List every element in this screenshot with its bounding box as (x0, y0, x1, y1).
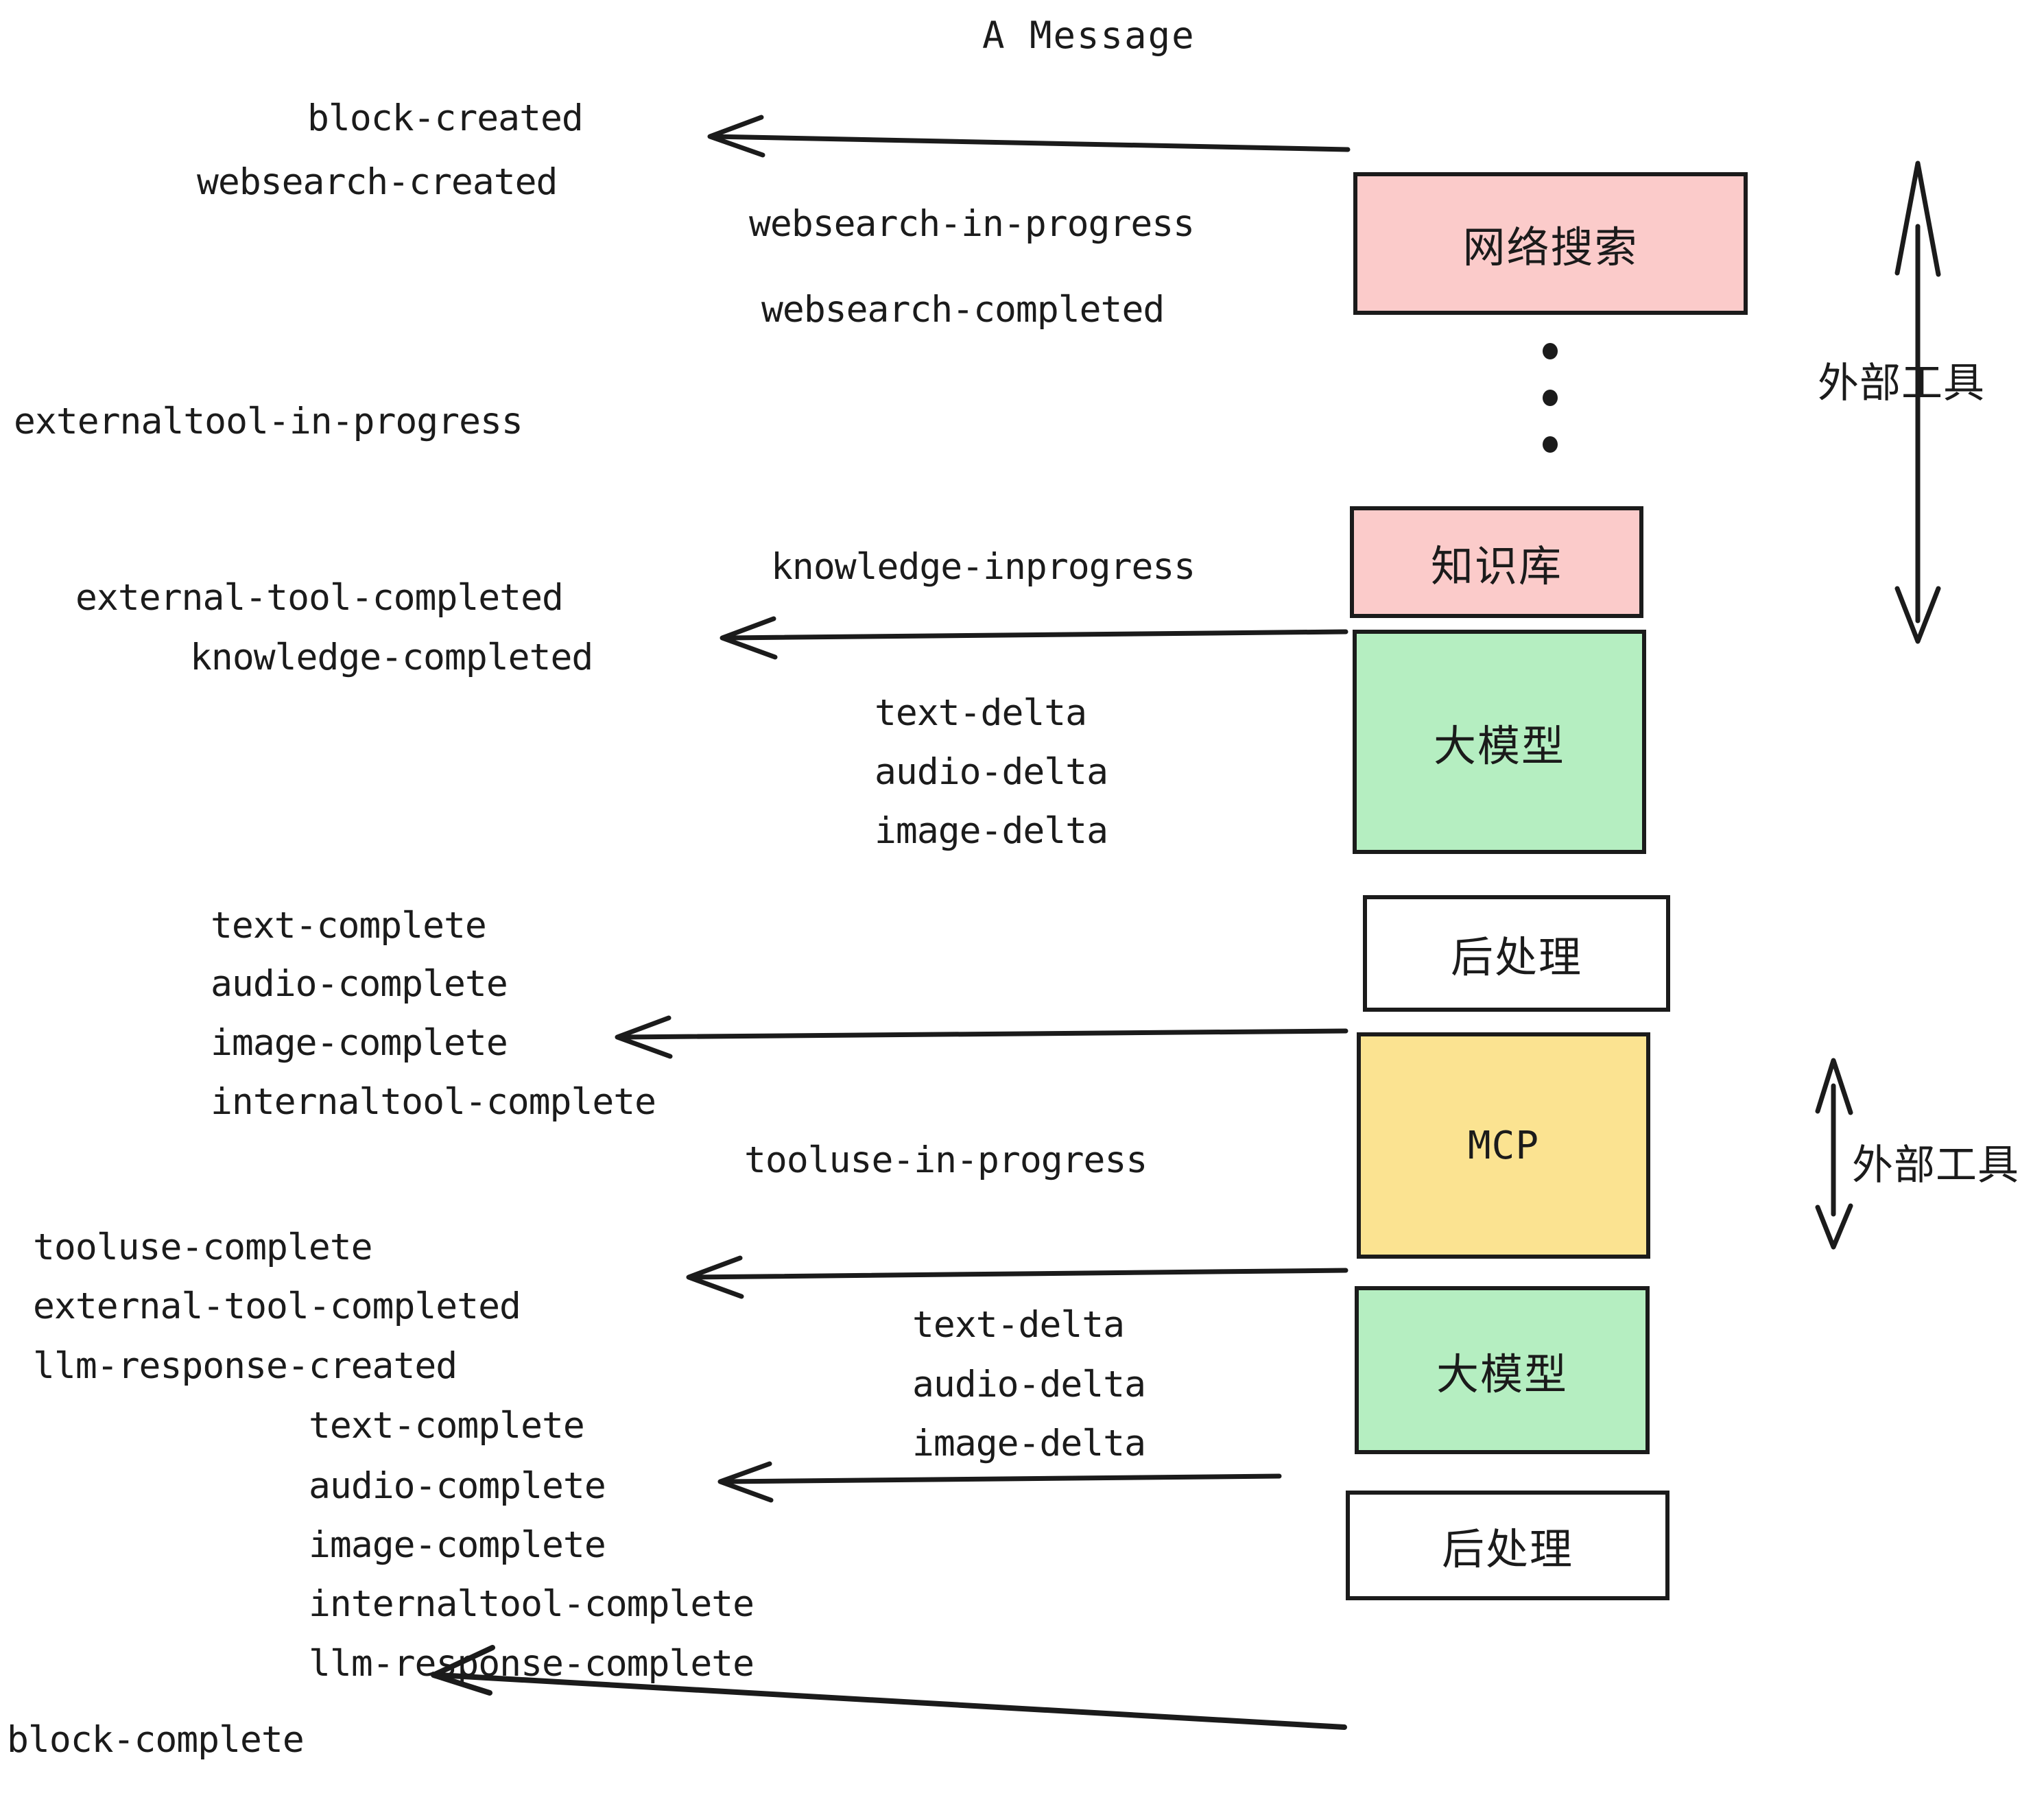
event-label-internaltool-complete-2: internaltool-complete (309, 1583, 754, 1625)
side-label-external-tool-top: 外部工具 (1818, 359, 1985, 407)
node-knowledge-label: 知识库 (1430, 541, 1562, 591)
node-llm-2[interactable]: 大模型 (1355, 1286, 1650, 1454)
node-llm-1-label: 大模型 (1433, 720, 1565, 771)
event-label-externaltool-in-progress: externaltool-in-progress (14, 401, 523, 442)
event-label-external-tool-completed-1: external-tool-completed (75, 577, 564, 619)
node-llm-2-label: 大模型 (1436, 1349, 1568, 1399)
event-label-tooluse-in-progress: tooluse-in-progress (744, 1139, 1148, 1181)
event-label-block-created: block-created (307, 97, 584, 139)
node-postprocess-2-label: 后处理 (1441, 1524, 1573, 1574)
node-knowledge[interactable]: 知识库 (1350, 506, 1643, 618)
event-label-knowledge-inprogress: knowledge-inprogress (771, 546, 1196, 588)
node-postprocess-2[interactable]: 后处理 (1346, 1491, 1669, 1600)
event-label-text-delta-1: text-delta (875, 692, 1087, 734)
event-label-knowledge-completed: knowledge-completed (190, 637, 593, 678)
event-label-tooluse-complete: tooluse-complete (33, 1226, 373, 1268)
event-label-websearch-in-progress: websearch-in-progress (749, 203, 1195, 245)
event-label-block-complete: block-complete (7, 1719, 305, 1761)
node-llm-1[interactable]: 大模型 (1353, 630, 1646, 854)
external-tool-range-bottom (1815, 1058, 1853, 1250)
event-label-llm-response-complete: llm-response-complete (309, 1643, 754, 1685)
arrow-knowledge-completed (720, 616, 1348, 660)
event-label-audio-delta-2: audio-delta (912, 1364, 1146, 1405)
node-postprocess-1[interactable]: 后处理 (1363, 895, 1670, 1012)
event-label-image-complete-2: image-complete (309, 1524, 606, 1566)
node-mcp-label: MCP (1467, 1123, 1540, 1168)
node-websearch-label: 网络搜索 (1462, 222, 1639, 272)
arrow-audio-complete (717, 1461, 1282, 1503)
event-label-internaltool-complete-1: internaltool-complete (211, 1081, 656, 1123)
event-label-image-complete-1: image-complete (211, 1022, 508, 1064)
node-websearch[interactable]: 网络搜索 (1353, 172, 1748, 315)
event-label-image-delta-2: image-delta (912, 1423, 1146, 1464)
event-label-external-tool-completed-2: external-tool-completed (33, 1285, 521, 1327)
arrow-websearch-created (707, 115, 1351, 158)
arrow-tooluse-complete (686, 1255, 1348, 1299)
arrow-image-complete (615, 1015, 1348, 1059)
node-mcp[interactable]: MCP (1357, 1032, 1650, 1259)
event-label-websearch-completed: websearch-completed (761, 289, 1165, 331)
event-label-audio-complete-2: audio-complete (309, 1465, 606, 1507)
ellipsis-icon (1543, 343, 1558, 483)
event-label-image-delta-1: image-delta (875, 810, 1108, 852)
event-label-text-complete-2: text-complete (309, 1405, 585, 1447)
event-label-llm-response-created: llm-response-created (33, 1345, 457, 1387)
event-label-websearch-created: websearch-created (197, 161, 558, 203)
node-postprocess-1-label: 后处理 (1450, 932, 1582, 982)
side-label-external-tool-bottom: 外部工具 (1852, 1141, 2019, 1189)
event-label-text-delta-2: text-delta (912, 1304, 1125, 1346)
event-label-audio-complete-1: audio-complete (211, 963, 508, 1005)
page-title: A Message (982, 14, 1196, 57)
event-label-text-complete-1: text-complete (211, 905, 487, 947)
event-label-audio-delta-1: audio-delta (875, 751, 1108, 793)
